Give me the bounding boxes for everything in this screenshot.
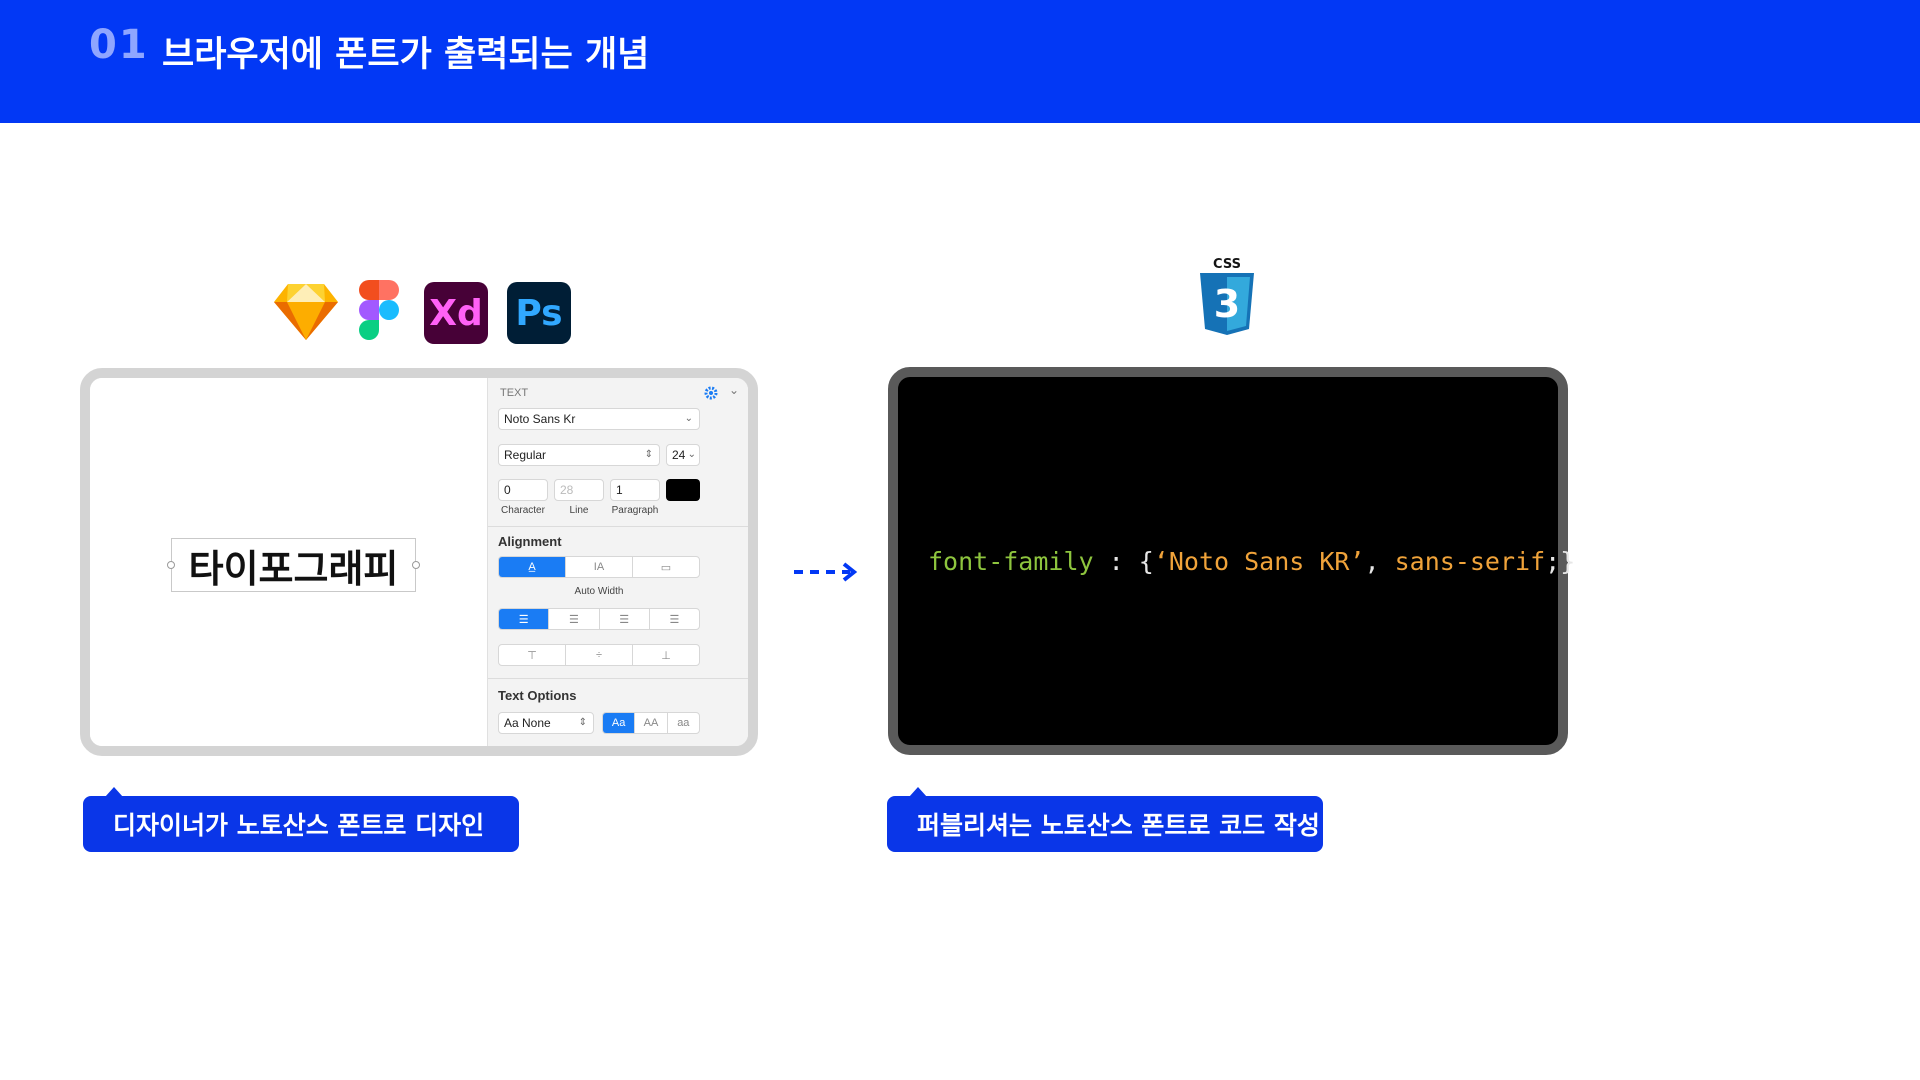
alignment-heading: Alignment: [498, 534, 562, 549]
section-number: 01: [89, 22, 149, 68]
case-option-normal[interactable]: Aa: [603, 713, 636, 733]
text-color-swatch[interactable]: [666, 479, 700, 501]
designer-caption: 디자이너가 노토산스 폰트로 디자인: [83, 787, 519, 852]
vertical-align-control[interactable]: ⊤ ÷ ⊥: [498, 644, 700, 666]
paragraph-label: Paragraph: [611, 505, 659, 516]
text-options-heading: Text Options: [498, 688, 577, 703]
code-property: font-family: [928, 547, 1094, 576]
code-fallback-font: sans-serif: [1394, 547, 1546, 576]
auto-width-label: Auto Width: [574, 586, 624, 597]
gear-icon[interactable]: [704, 386, 718, 400]
adobe-xd-logo-icon: Xd: [424, 282, 488, 344]
chevron-down-icon: ⌄: [684, 413, 693, 424]
text-resize-segmented-control[interactable]: A̲ IA ▭: [498, 556, 700, 578]
css-logo-text: CSS: [1213, 257, 1241, 272]
text-transform-value: Aa None: [504, 716, 551, 730]
font-family-select[interactable]: Noto Sans Kr ⌄: [498, 408, 700, 430]
publisher-caption: 퍼블리셔는 노토산스 폰트로 코드 작성: [887, 787, 1323, 852]
line-height-input[interactable]: 28: [554, 479, 604, 501]
align-top-icon[interactable]: ⊤: [499, 645, 566, 665]
divider: [488, 526, 748, 527]
font-size-value: 24: [672, 448, 686, 462]
code-font-string: ‘Noto Sans KR’: [1153, 547, 1365, 576]
font-size-select[interactable]: 24 ⌄: [666, 444, 700, 466]
font-weight-value: Regular: [504, 448, 547, 462]
align-left-icon[interactable]: ☰: [499, 609, 550, 629]
text-inspector-panel: TEXT ⌄ Noto Sans Kr ⌄ Regular ⇕ 24 ⌄ 0 2…: [487, 378, 748, 746]
font-weight-select[interactable]: Regular ⇕: [498, 444, 660, 466]
character-label: Character: [501, 505, 545, 516]
auto-width-icon[interactable]: A̲: [499, 557, 566, 577]
section-header: 01 브라우저에 폰트가 출력되는 개념: [0, 0, 1920, 123]
inspector-section-label: TEXT: [500, 387, 529, 399]
align-bottom-icon[interactable]: ⊥: [661, 649, 671, 662]
align-center-icon[interactable]: ☰: [549, 609, 600, 629]
case-option-upper[interactable]: AA: [635, 713, 668, 733]
case-segmented-control[interactable]: Aa AA aa: [602, 712, 700, 734]
code-close: ;}: [1545, 547, 1576, 576]
design-tool-mockup: 타이포그래피 TEXT ⌄ Noto Sans Kr ⌄ Regular ⇕ 2…: [80, 368, 758, 756]
align-justify-icon[interactable]: ☰: [669, 613, 680, 626]
css-code-line: font-family : {‘Noto Sans KR’, sans-seri…: [928, 547, 1575, 576]
line-label: Line: [569, 505, 589, 516]
chevron-down-icon: ⌄: [687, 449, 696, 460]
stepper-icon: ⇕: [644, 449, 653, 460]
dashed-arrow-icon: [794, 562, 858, 582]
align-middle-icon[interactable]: ÷: [566, 645, 633, 665]
case-option-lower[interactable]: aa: [677, 717, 690, 729]
align-right-icon[interactable]: ☰: [600, 609, 650, 629]
figma-logo-icon: [359, 280, 399, 340]
code-open-brace: {: [1138, 547, 1154, 576]
design-canvas: 타이포그래피: [90, 378, 487, 746]
paragraph-spacing-input[interactable]: 1: [610, 479, 660, 501]
section-title: 브라우저에 폰트가 출력되는 개념: [162, 35, 650, 75]
stepper-icon: ⇕: [578, 717, 587, 728]
photoshop-logo-icon: Ps: [507, 282, 571, 344]
divider: [488, 678, 748, 679]
fixed-size-icon[interactable]: ▭: [660, 561, 672, 574]
text-transform-select[interactable]: Aa None ⇕: [498, 712, 594, 734]
code-colon: :: [1093, 547, 1139, 576]
resize-handle-left[interactable]: [167, 561, 175, 569]
sketch-logo-icon: [274, 284, 338, 340]
resize-handle-right[interactable]: [412, 561, 420, 569]
css-logo-digit: 3: [1214, 282, 1240, 326]
chevron-down-icon[interactable]: ⌄: [729, 383, 740, 397]
css3-logo-icon: CSS 3: [1200, 257, 1254, 335]
horizontal-align-control[interactable]: ☰ ☰ ☰ ☰: [498, 608, 700, 630]
character-spacing-input[interactable]: 0: [498, 479, 548, 501]
code-comma: ,: [1364, 547, 1395, 576]
code-editor-mockup: font-family : {‘Noto Sans KR’, sans-seri…: [888, 367, 1575, 755]
font-family-value: Noto Sans Kr: [504, 412, 576, 426]
auto-height-icon[interactable]: IA: [566, 557, 633, 577]
canvas-text-layer[interactable]: 타이포그래피: [171, 538, 416, 592]
